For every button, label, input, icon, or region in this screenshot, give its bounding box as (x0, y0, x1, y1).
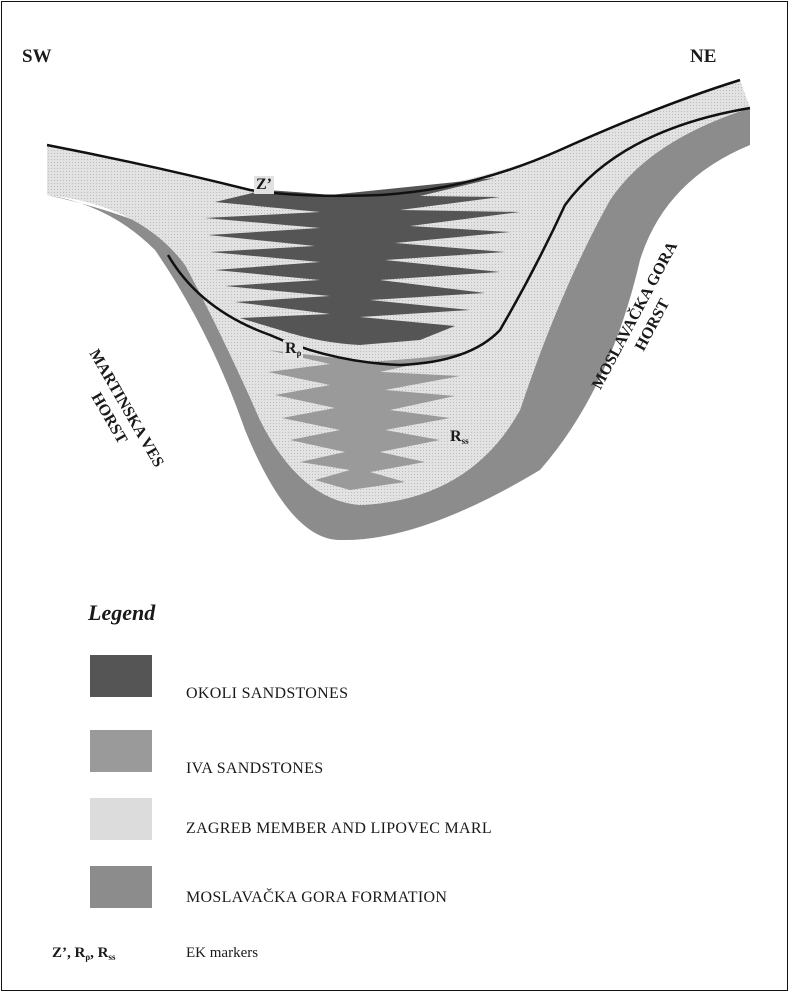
marker-line-rp (166, 106, 751, 367)
legend-marker-r2-sub: ss (108, 952, 116, 962)
legend-label-iva: IVA SANDSTONES (186, 760, 324, 777)
legend-label-zagreb: ZAGREB MEMBER AND LIPOVEC MARL (186, 820, 492, 837)
marker-z-label: Z’ (254, 176, 274, 194)
moslavacka-gora-formation (47, 108, 750, 541)
legend-markers-symbols: Z’, Rρ, Rss (52, 945, 116, 962)
marker-z-text: Z’ (256, 176, 272, 193)
legend-marker-r1: R (74, 945, 86, 961)
direction-ne: NE (690, 46, 717, 67)
legend-label-moslavacka: MOSLAVAČKA GORA FORMATION (186, 889, 448, 906)
legend-marker-r2: R (97, 945, 109, 961)
cross-section (46, 78, 751, 541)
marker-rss-sub: ss (461, 436, 469, 446)
marker-rp-label: Rρ (283, 340, 304, 358)
legend-label-okoli: OKOLI SANDSTONES (186, 685, 349, 702)
swatch-iva-sandstones (90, 730, 152, 772)
swatch-zagreb-member (90, 798, 152, 840)
okoli-sandstones (205, 178, 520, 345)
marker-rp-text: R (285, 340, 297, 357)
legend-marker-sep: , (90, 945, 94, 961)
swatch-moslavacka-gora-formation (90, 866, 152, 908)
legend-marker-z: Z’, (52, 945, 71, 961)
marker-rss-label: Rss (450, 428, 469, 446)
marker-line-z (46, 78, 741, 198)
legend-marker-r1-sub: ρ (85, 952, 91, 962)
marker-rss-text: R (450, 428, 462, 445)
legend-markers-description: EK markers (186, 945, 259, 961)
iva-sandstones (268, 350, 470, 490)
marker-rp-sub: ρ (296, 348, 302, 358)
swatch-okoli-sandstones (90, 655, 152, 697)
direction-sw: SW (22, 46, 52, 67)
legend-title: Legend (88, 600, 156, 625)
